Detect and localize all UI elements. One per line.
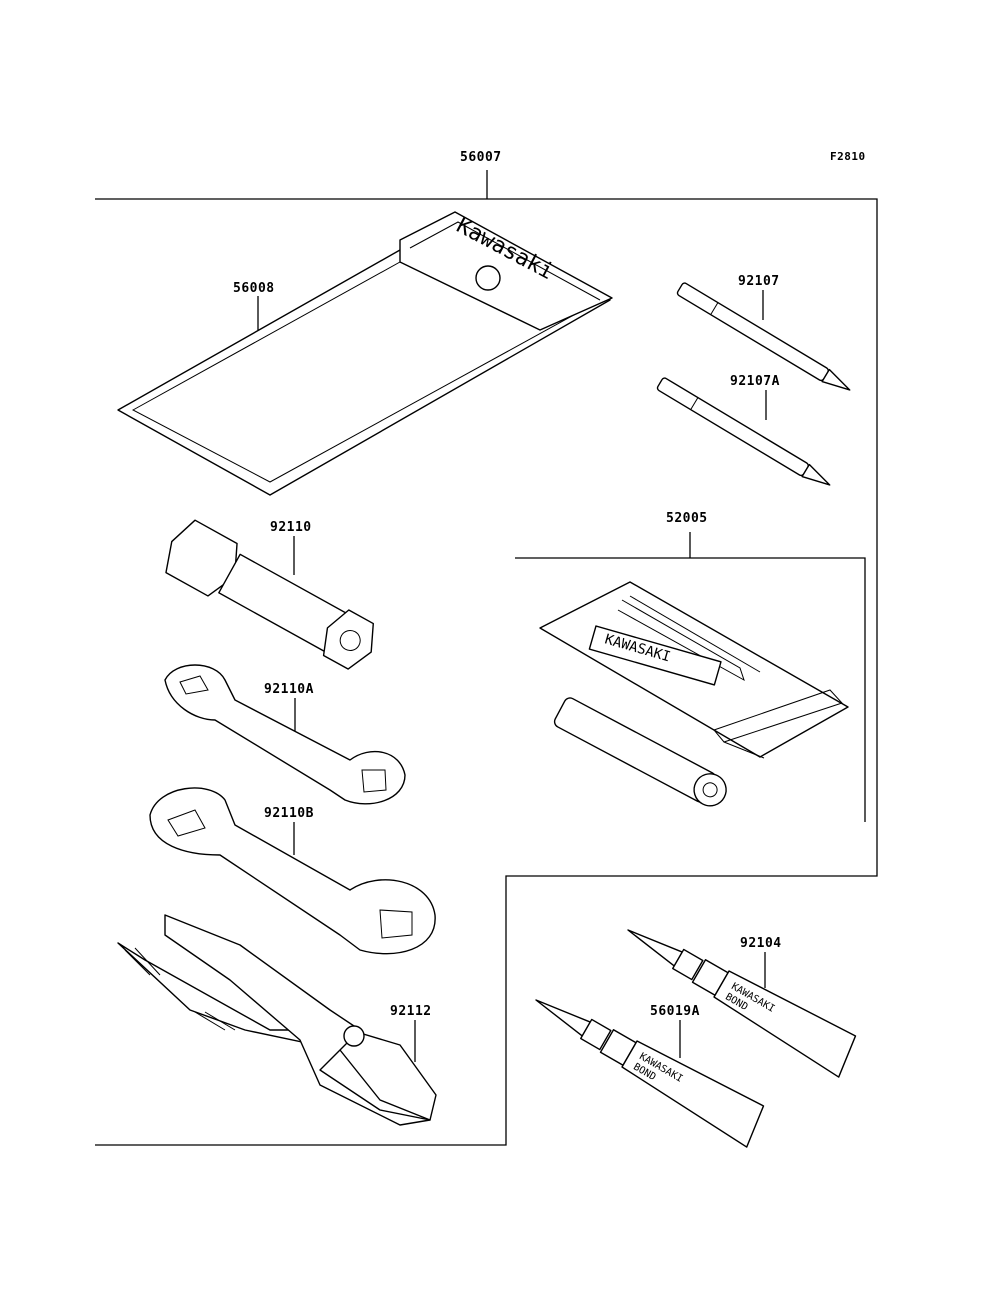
small-wrench-drawing: [164, 664, 406, 805]
plug-wrench-drawing: [165, 519, 374, 670]
leader-lines: [257, 290, 767, 1062]
callout-92107: 92107: [738, 274, 780, 289]
bracket-56007: [95, 170, 878, 1146]
callout-92112: 92112: [390, 1004, 432, 1019]
callout-92110a: 92110A: [264, 682, 314, 697]
large-wrench-drawing: [149, 787, 436, 955]
kit-bag-drawing: KAWASAKI: [539, 581, 849, 807]
screwdriver-bits-drawing: [656, 282, 851, 486]
callout-92110b: 92110B: [264, 806, 314, 821]
callout-92110: 92110: [270, 520, 312, 535]
callout-56007: 56007: [460, 150, 502, 165]
bond-tubes-drawing: KAWASAKI BOND KAWASAKI BOND: [535, 929, 857, 1148]
pliers-drawing: [117, 914, 437, 1126]
tool-pouch-drawing: Kawasaki: [117, 211, 613, 496]
callout-92107a: 92107A: [730, 374, 780, 389]
callout-56008: 56008: [233, 281, 275, 296]
bracket-52005: [515, 532, 866, 822]
callout-52005: 52005: [666, 511, 708, 526]
callout-56019a: 56019A: [650, 1004, 700, 1019]
callout-92104: 92104: [740, 936, 782, 951]
figure-code: F2810: [830, 150, 866, 163]
